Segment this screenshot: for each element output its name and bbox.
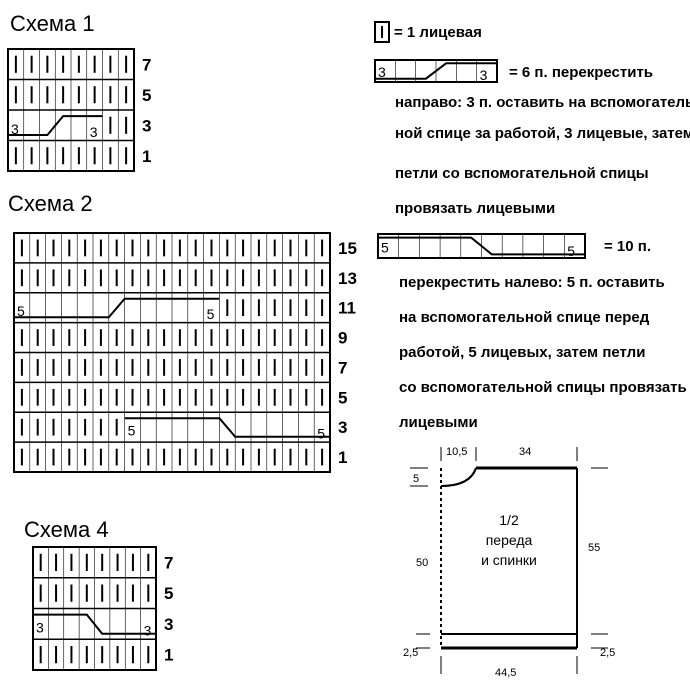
scheme2-row-number: 3 — [338, 418, 347, 437]
scheme4-row-number: 3 — [164, 615, 173, 634]
scheme1-row-number: 1 — [142, 147, 151, 166]
neck-width-label: 10,5 — [446, 446, 467, 458]
scheme1-cable-label-right: 3 — [90, 124, 98, 140]
legend-cross-right-line-5: провязать лицевыми — [395, 200, 555, 217]
neckline-curve — [440, 467, 477, 487]
legend-knit: = 1 лицевая — [374, 21, 482, 43]
legend-knit-text: = 1 лицевая — [394, 24, 482, 41]
scheme1-cable-label-left: 3 — [11, 121, 19, 137]
scheme2-cable-label-right: 5 — [207, 306, 215, 322]
scheme2-row-number: 13 — [338, 269, 357, 288]
legend-cross-left-line-4: работой, 5 лицевых, затем петли — [399, 344, 645, 361]
piece-label-line-3: и спинки — [481, 552, 537, 568]
legend-cross-left-line-6: лицевыми — [399, 414, 478, 431]
scheme2-title: Схема 2 — [8, 191, 93, 216]
scheme4-cable-label-left: 3 — [36, 619, 44, 635]
scheme1-title: Схема 1 — [10, 11, 95, 36]
scheme2-row-number: 9 — [338, 329, 347, 348]
scheme2-row-number: 7 — [338, 358, 347, 377]
legend-cross-right-label-left: 3 — [378, 64, 386, 80]
scheme4-row-number: 5 — [164, 584, 173, 603]
scheme2-row-number: 11 — [338, 299, 356, 318]
scheme4-title: Схема 4 — [24, 517, 109, 542]
scheme2-row-number: 5 — [338, 388, 347, 407]
legend-cross-left-line-1: = 10 п. — [604, 238, 651, 255]
shoulder-width-label: 34 — [519, 446, 531, 458]
legend-cross-right-line-4: петли со вспомогательной спицы — [395, 165, 649, 182]
total-height-label: 55 — [588, 542, 600, 554]
piece-label-line-1: 1/2 — [499, 512, 519, 528]
scheme2-cable-label-left: 5 — [128, 423, 136, 439]
legend-cross-right-line-2: направо: 3 п. оставить на вспомогатель- — [395, 94, 690, 111]
legend-cross-right-label-right: 3 — [480, 67, 488, 83]
side-height-label: 50 — [416, 557, 428, 569]
piece-label-line-2: переда — [486, 532, 533, 548]
scheme1-row-number: 3 — [142, 116, 151, 135]
bottom-width-label: 44,5 — [495, 667, 516, 679]
legend-cross-left-line-2: перекрестить налево: 5 п. оставить — [399, 274, 665, 291]
scheme4-cable-label-right: 3 — [144, 623, 152, 639]
legend-cross-left-label-right: 5 — [567, 243, 575, 259]
legend-cross-left-line-3: на вспомогательной спице перед — [399, 309, 650, 326]
scheme2-row-number: 15 — [338, 239, 357, 258]
scheme1-row-number: 5 — [142, 86, 151, 105]
scheme1-row-number: 7 — [142, 55, 151, 74]
scheme2-cable-label-left: 5 — [17, 303, 25, 319]
scheme2-row-number: 1 — [338, 448, 347, 467]
legend-cross-right-cable-line — [375, 62, 497, 80]
legend-cross-right-line-3: ной спице за работой, 3 лицевые, затем — [395, 125, 690, 142]
rib-right-label: 2,5 — [600, 647, 615, 659]
legend-cross-right-line-1: = 6 п. перекрестить — [509, 64, 653, 81]
rib-left-label: 2,5 — [403, 647, 418, 659]
scheme1-chart: 7 5 3 3 3 1 — [7, 48, 151, 172]
neck-depth-label: 5 — [413, 473, 419, 485]
scheme2-cable-label-right: 5 — [317, 426, 325, 442]
pattern-piece — [410, 447, 608, 674]
scheme4-row-number: 7 — [164, 553, 173, 572]
legend-cross-left-cable-line — [378, 236, 585, 256]
scheme4-row-number: 1 — [164, 646, 173, 665]
legend-cross-left-label-left: 5 — [381, 240, 389, 256]
legend-cross-left-line-5: со вспомогательной спицы провязать — [399, 379, 687, 396]
